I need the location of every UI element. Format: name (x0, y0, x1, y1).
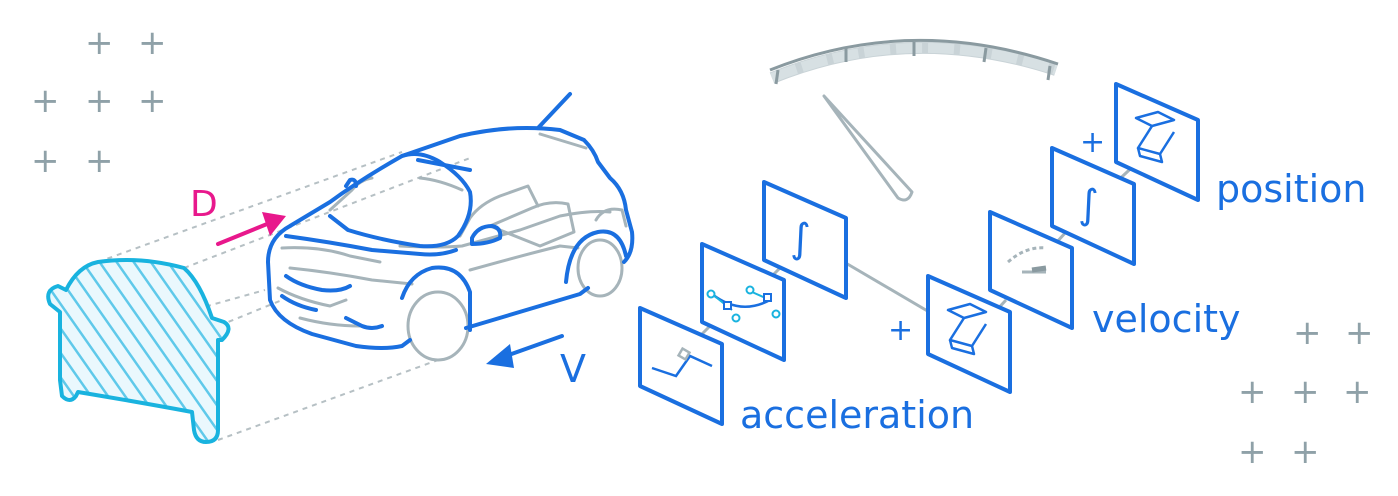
integral-icon: ∫ (790, 216, 811, 262)
speedometer-gauge-icon (769, 38, 1059, 202)
sum-block-panel-2 (1114, 82, 1200, 202)
drag-force-arrow-icon (216, 212, 286, 246)
spline-curve-icon (706, 285, 781, 323)
decor-plus-group-left: + + + + + + + (31, 23, 167, 181)
decor-plus: + (138, 23, 167, 63)
decor-plus: + (1291, 372, 1320, 412)
projection-lines (61, 151, 471, 441)
decor-plus: + (31, 141, 60, 181)
velocity-arrow-icon (486, 334, 564, 368)
velocity-label: velocity (1092, 297, 1241, 341)
sum-plus-2: + (1080, 125, 1105, 160)
decor-plus: + (85, 141, 114, 181)
ramp-plot-panel (638, 306, 724, 426)
decor-plus: + (1291, 432, 1320, 472)
decor-plus: + (1293, 313, 1322, 353)
integral-icon: ∫ (1078, 182, 1099, 228)
acceleration-label: acceleration (740, 393, 974, 437)
decor-plus-group-right: + + + + + + + (1238, 313, 1374, 472)
decor-plus: + (85, 81, 114, 121)
decor-plus: + (1238, 372, 1267, 412)
decor-plus: + (1343, 372, 1372, 412)
integral-panel-2 (1050, 146, 1136, 266)
decor-plus: + (1345, 313, 1374, 353)
drag-label: D (190, 184, 218, 225)
decor-plus: + (85, 23, 114, 63)
sum-block-icon (946, 302, 988, 356)
speed-gauge-panel (988, 210, 1074, 330)
sum-block-panel-1 (926, 274, 1012, 394)
ramp-plot-icon (651, 346, 713, 378)
position-label: position (1216, 167, 1367, 211)
velocity-arrow-label: V (560, 347, 586, 391)
car-front-silhouette-icon (46, 258, 231, 444)
decor-plus: + (138, 81, 167, 121)
decor-plus: + (31, 81, 60, 121)
sum-block-icon (1134, 110, 1176, 164)
integral-panel-1 (762, 180, 848, 300)
car-outline-icon (266, 92, 635, 362)
sum-plus-1: + (888, 313, 913, 348)
decor-plus: + (1238, 432, 1267, 472)
speed-gauge-icon (1007, 246, 1047, 274)
spline-curve-panel (700, 242, 786, 362)
